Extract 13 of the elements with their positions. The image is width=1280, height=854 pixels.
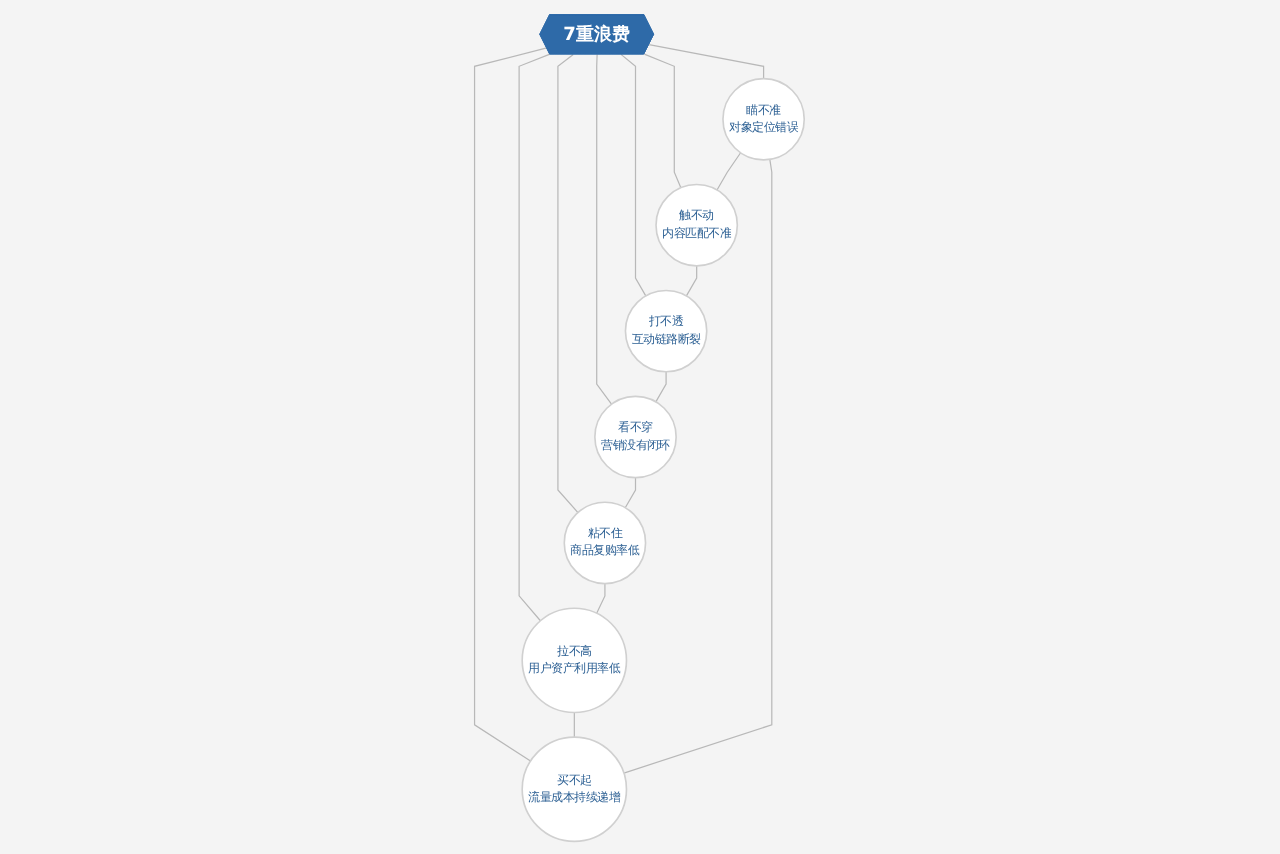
connector — [655, 370, 668, 402]
connector — [649, 43, 765, 79]
connector — [644, 52, 683, 188]
connector — [474, 46, 548, 761]
connector — [574, 710, 576, 737]
connector — [596, 581, 607, 613]
connector — [620, 52, 647, 296]
connector — [625, 476, 637, 508]
connector — [717, 151, 742, 190]
connector — [557, 52, 580, 513]
connector — [519, 52, 552, 621]
connector — [686, 264, 698, 296]
connector — [596, 52, 613, 404]
